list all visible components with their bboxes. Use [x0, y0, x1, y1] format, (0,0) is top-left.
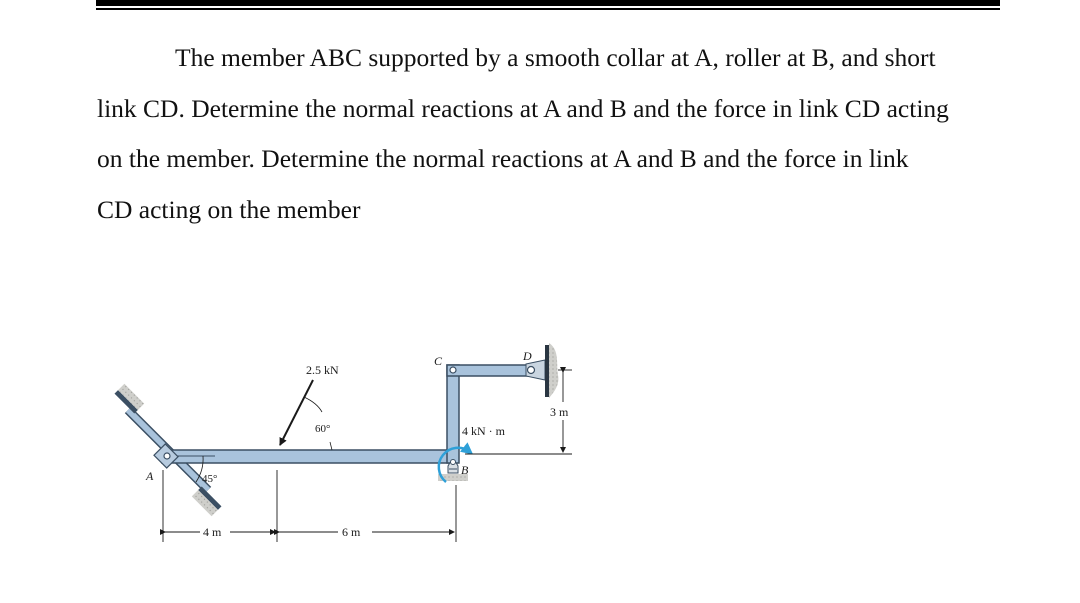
label-b: B	[461, 463, 469, 477]
label-force-angle: 60°	[315, 423, 330, 435]
label-dim-4m: 4 m	[203, 525, 222, 539]
label-force: 2.5 kN	[306, 363, 339, 377]
header-rule-thin	[96, 8, 1000, 10]
moment-arrow	[437, 442, 474, 483]
collar-guide-rod	[114, 383, 222, 517]
roller-b	[438, 459, 468, 481]
label-dim-6m: 6 m	[342, 525, 361, 539]
label-d: D	[522, 349, 532, 363]
dimension-lines	[160, 367, 572, 542]
problem-line-1: The member ABC supported by a smooth col…	[175, 43, 936, 72]
member-bc	[446, 364, 460, 464]
pin-a	[163, 452, 171, 460]
problem-statement: The member ABC supported by a smooth col…	[97, 33, 1077, 235]
wall-d	[545, 343, 559, 398]
member-ab	[161, 449, 458, 464]
link-cd	[446, 359, 546, 381]
angle-arc-45	[195, 455, 204, 483]
collar-a	[153, 443, 179, 469]
problem-line-4: CD acting on the member	[97, 194, 361, 224]
problem-line-3: on the member. Determine the normal reac…	[97, 144, 909, 173]
label-dim-3m: 3 m	[550, 405, 569, 419]
force-arrow	[279, 379, 333, 451]
label-a: A	[145, 469, 154, 483]
label-c: C	[434, 354, 443, 368]
label-moment: 4 kN · m	[462, 424, 506, 438]
label-collar-angle: 45°	[202, 473, 217, 485]
header-rule-thick	[96, 0, 1000, 6]
problem-line-2: link CD. Determine the normal reactions …	[97, 93, 949, 123]
